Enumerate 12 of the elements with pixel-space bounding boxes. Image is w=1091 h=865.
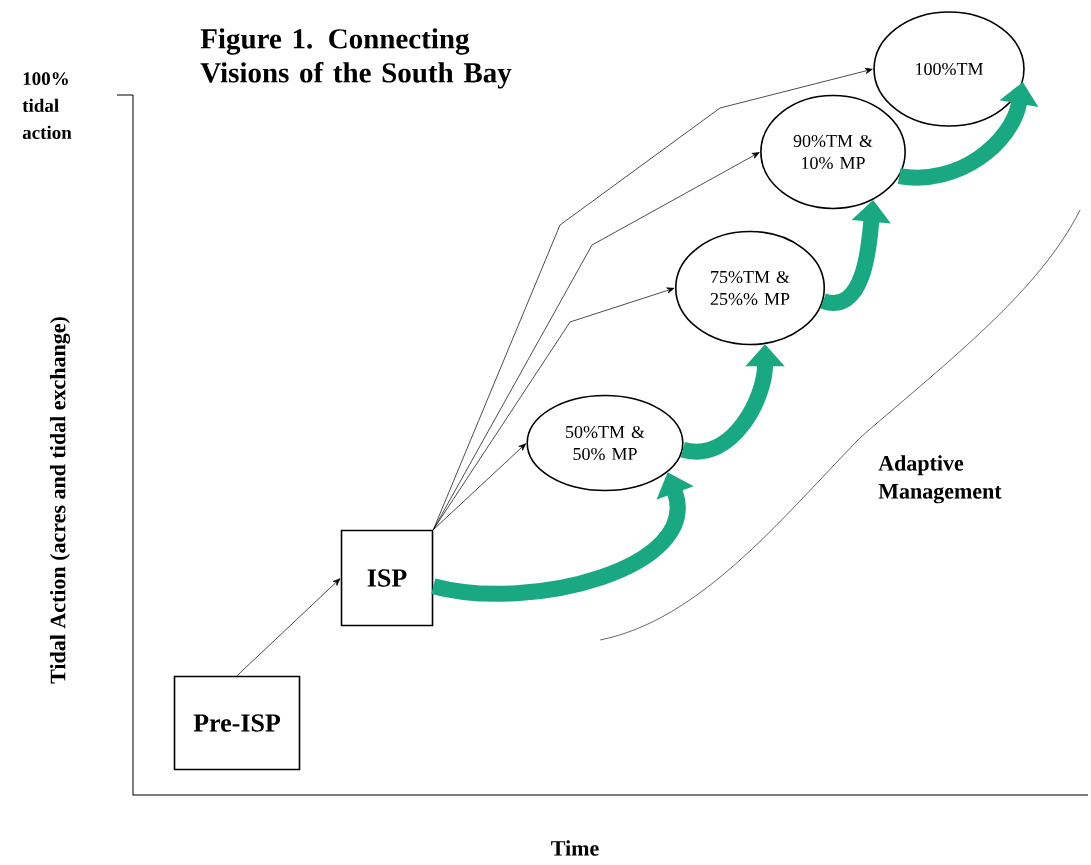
arrow: [432, 443, 527, 531]
annotation-text: Adaptive Management: [878, 455, 1002, 504]
arrow: [432, 287, 675, 531]
arrow: [432, 68, 873, 531]
axis-title: Time: [551, 840, 599, 856]
process-box: Pre-ISP: [173, 675, 301, 771]
title: Figure 1. Connecting Visions of the South Bay: [200, 28, 512, 89]
arrow: [236, 578, 341, 677]
axis-label: 100% tidal action: [22, 72, 72, 140]
axis-title: Tidal Action (acres and tidal exchange): [49, 317, 71, 684]
process-box: ISP: [340, 529, 434, 627]
arrow: [432, 152, 760, 531]
